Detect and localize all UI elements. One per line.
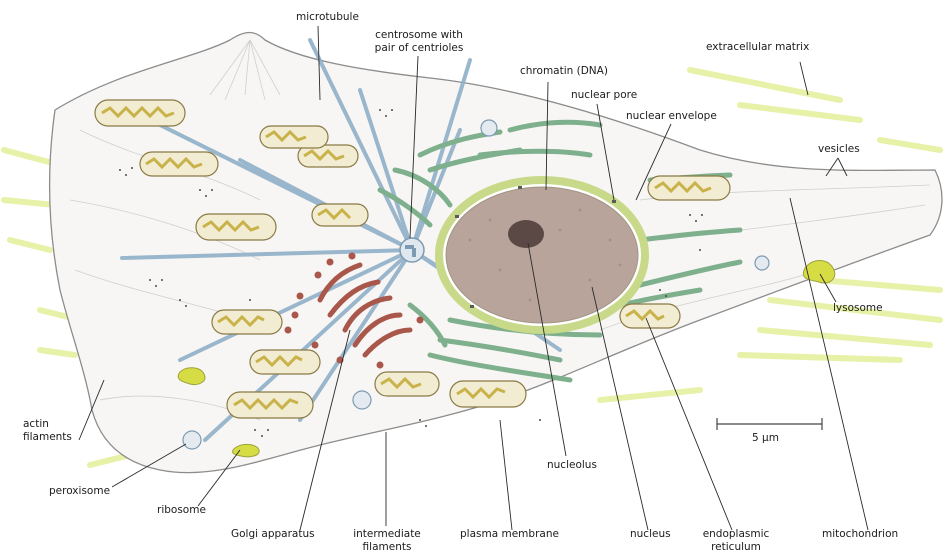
label-chromatin: chromatin (DNA) [520, 65, 608, 78]
nucleolus [508, 220, 544, 248]
label-centrosome-line1: centrosome with [375, 29, 463, 41]
label-er-line2: reticulum [711, 541, 761, 553]
label-nuclear-pore: nuclear pore [571, 89, 637, 102]
label-nucleolus: nucleolus [547, 459, 597, 472]
label-intermediate-line2: filaments [363, 541, 412, 553]
label-intermediate-line1: intermediate [353, 528, 421, 540]
label-er-line1: endoplasmic [703, 528, 770, 540]
label-actin-line2: filaments [23, 431, 72, 443]
label-centrosome-line2: pair of centrioles [375, 42, 464, 54]
label-extracellular-matrix: extracellular matrix [706, 41, 809, 54]
label-nuclear-envelope: nuclear envelope [626, 110, 717, 123]
label-mitochondrion: mitochondrion [822, 528, 898, 541]
scale-bar [717, 418, 822, 430]
label-scale: 5 µm [752, 432, 779, 445]
label-actin-filaments: actin filaments [23, 418, 72, 444]
label-endoplasmic-reticulum: endoplasmic reticulum [698, 528, 774, 554]
label-actin-line1: actin [23, 418, 49, 430]
label-microtubule: microtubule [296, 11, 359, 24]
label-vesicles: vesicles [818, 143, 860, 156]
label-nucleus: nucleus [630, 528, 671, 541]
label-plasma-membrane: plasma membrane [460, 528, 559, 541]
label-centrosome: centrosome with pair of centrioles [363, 29, 475, 55]
label-intermediate-filaments: intermediate filaments [344, 528, 430, 554]
centrosome [400, 238, 424, 262]
label-golgi-apparatus: Golgi apparatus [231, 528, 315, 541]
label-peroxisome: peroxisome [49, 485, 110, 498]
label-ribosome: ribosome [157, 504, 206, 517]
nucleus [446, 187, 638, 323]
label-lysosome: lysosome [833, 302, 883, 315]
